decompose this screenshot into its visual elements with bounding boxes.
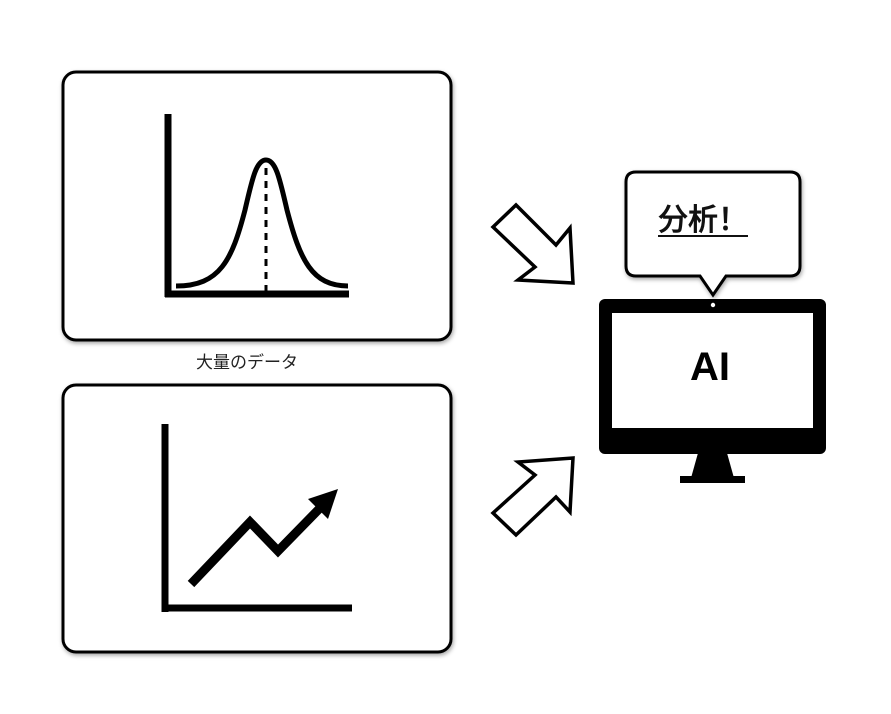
bell-curve-chart-icon xyxy=(164,114,349,298)
arrow-down-right-icon xyxy=(490,202,575,285)
analysis-label: 分析！ xyxy=(658,203,748,238)
data-label: 大量のデータ xyxy=(196,353,298,373)
ai-label: AI xyxy=(690,345,730,389)
bell-curve-panel xyxy=(61,70,453,342)
speech-bubble-icon xyxy=(624,170,802,298)
arrow-up-right-icon xyxy=(490,456,575,538)
rising-line-chart-icon xyxy=(161,424,352,612)
monitor-icon xyxy=(599,299,826,483)
growth-chart-panel xyxy=(61,383,453,654)
